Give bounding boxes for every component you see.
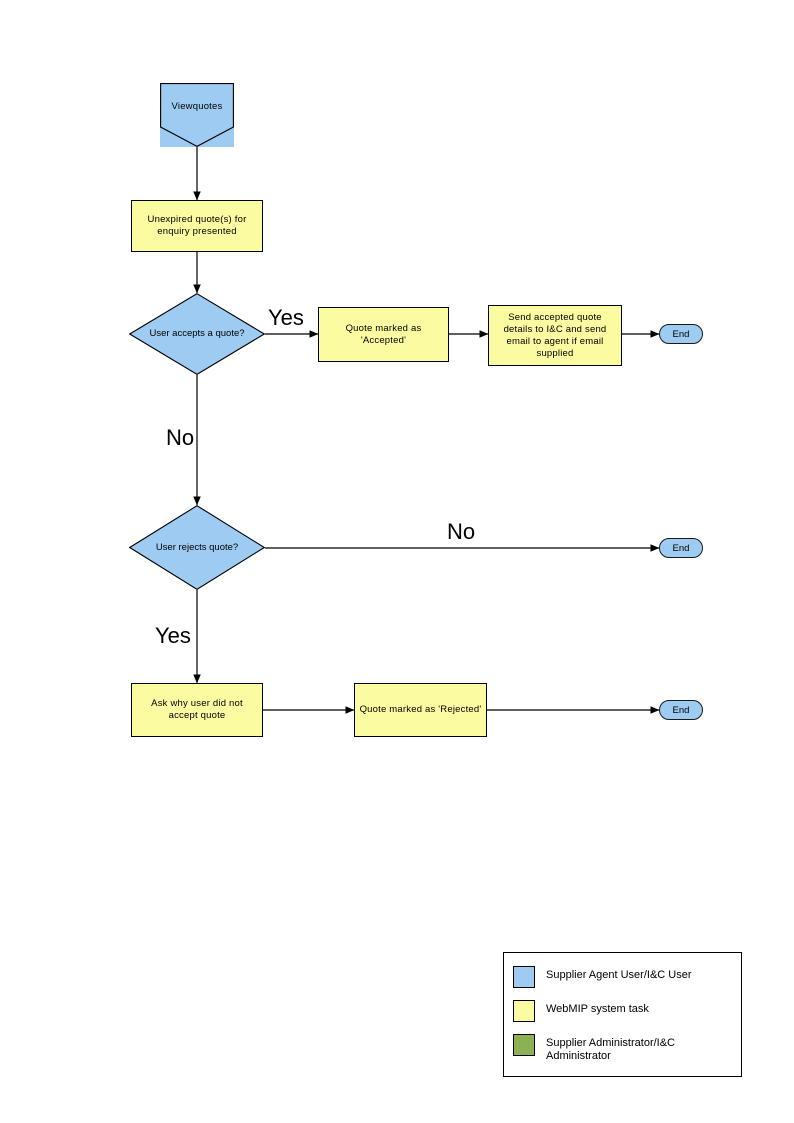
legend-swatch-supplier-administrator: [513, 1034, 535, 1056]
legend-swatch-webmip-system-task: [513, 1000, 535, 1022]
node-end-3[interactable]: End: [659, 700, 703, 720]
node-end-2-label: End: [672, 542, 690, 554]
edge-label-rejects-no: No: [447, 519, 476, 544]
node-unexpired-quotes[interactable]: Unexpired quote(s) for enquiry presented: [131, 200, 263, 252]
node-unexpired-quotes-label: Unexpired quote(s) for enquiry presented: [147, 214, 247, 237]
node-quote-marked-rejected[interactable]: Quote marked as 'Rejected': [354, 683, 487, 737]
node-decision-user-rejects[interactable]: User rejects quote?: [129, 505, 265, 590]
legend-label-webmip-system-task: WebMIP system task: [546, 1003, 649, 1015]
legend: Supplier Agent User/I&C User WebMIP syst…: [503, 952, 742, 1077]
node-send-accepted-details-label: Send accepted quote details to I&C and s…: [503, 311, 607, 359]
node-end-2[interactable]: End: [659, 538, 703, 558]
node-ask-why-not-accepted[interactable]: Ask why user did not accept quote: [131, 683, 263, 737]
node-end-1-label: End: [672, 328, 690, 340]
edge-label-accepts-no: No: [166, 425, 195, 450]
node-end-3-label: End: [672, 704, 690, 716]
legend-item-supplier-agent: Supplier Agent User/I&C User: [513, 966, 741, 988]
edge-label-rejects-yes: Yes: [155, 623, 191, 648]
node-start-label: Viewquotes: [171, 101, 223, 112]
node-start-viewquotes[interactable]: Viewquotes: [160, 83, 234, 147]
node-quote-marked-rejected-label: Quote marked as 'Rejected': [359, 704, 482, 715]
node-ask-why-not-accepted-label: Ask why user did not accept quote: [151, 698, 243, 721]
legend-label-supplier-administrator: Supplier Administrator/I&C Administrator: [546, 1037, 675, 1062]
node-quote-marked-accepted[interactable]: Quote marked as 'Accepted': [318, 307, 449, 362]
node-decision-user-accepts[interactable]: User accepts a quote?: [129, 293, 265, 375]
node-end-1[interactable]: End: [659, 324, 703, 344]
node-send-accepted-details[interactable]: Send accepted quote details to I&C and s…: [488, 305, 622, 366]
legend-item-webmip-system-task: WebMIP system task: [513, 1000, 741, 1022]
pentagon-shape: [160, 83, 234, 147]
legend-label-supplier-agent: Supplier Agent User/I&C User: [546, 969, 692, 981]
edge-label-accepts-yes: Yes: [268, 305, 304, 330]
legend-item-supplier-administrator: Supplier Administrator/I&C Administrator: [513, 1034, 741, 1063]
node-quote-marked-accepted-label: Quote marked as 'Accepted': [345, 322, 422, 346]
legend-swatch-supplier-agent: [513, 966, 535, 988]
